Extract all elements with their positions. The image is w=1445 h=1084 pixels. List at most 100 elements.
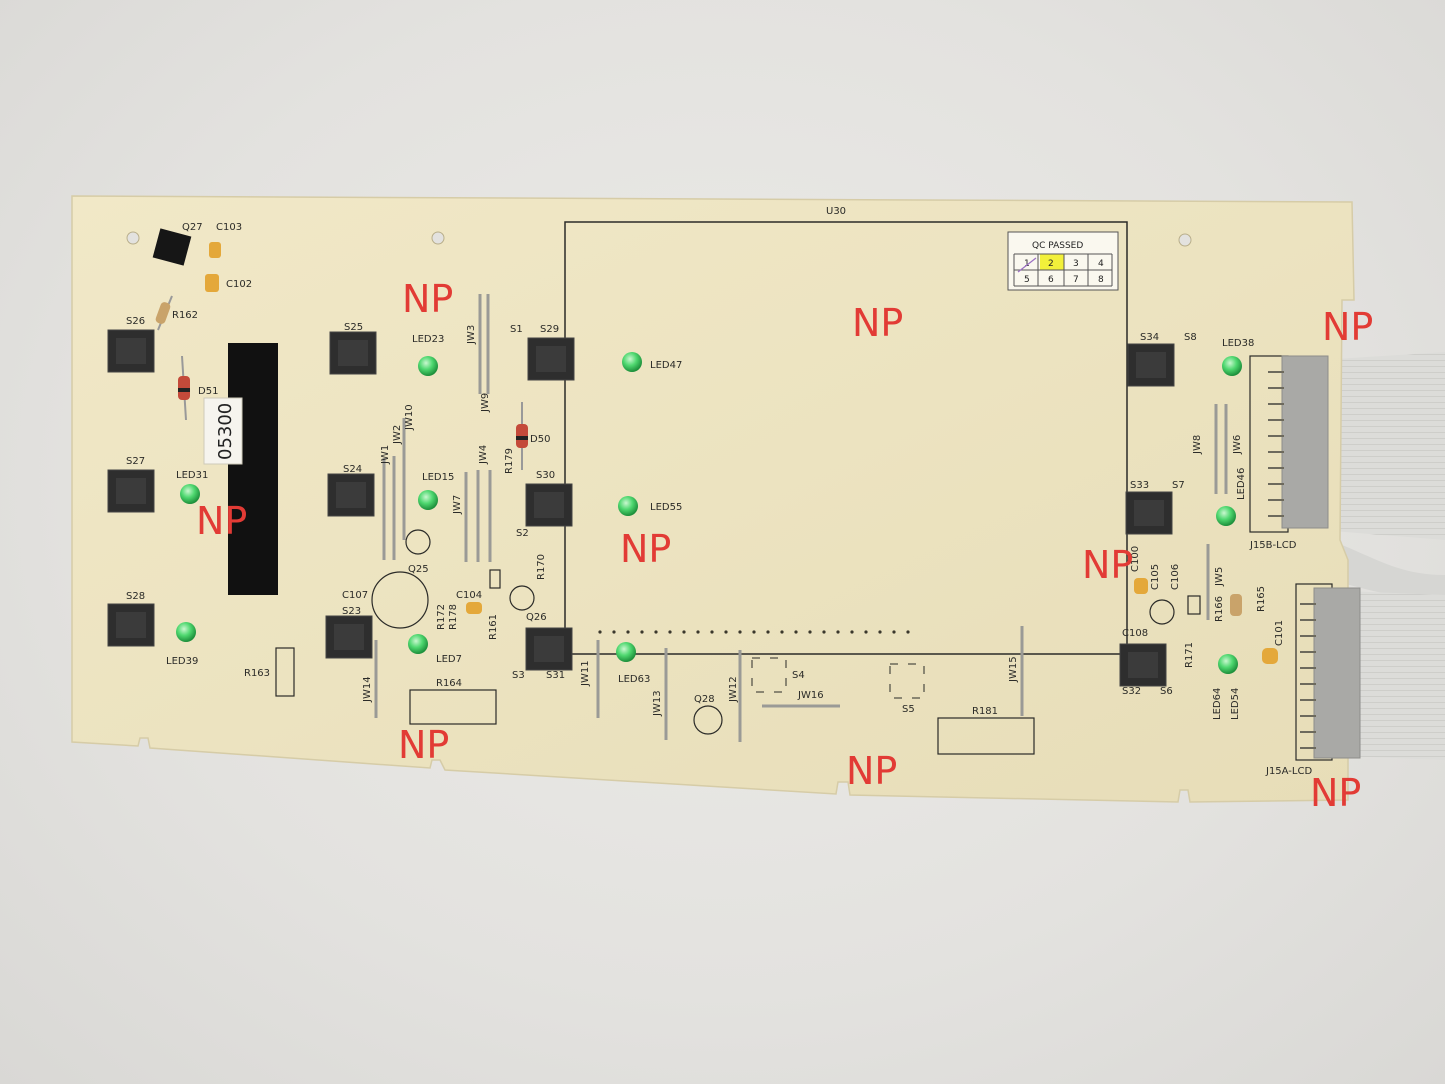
- c108-capacitor-footprint: C108: [1122, 599, 1175, 639]
- c101-capacitor: C101: [1262, 620, 1285, 664]
- svg-text:Q25: Q25: [408, 564, 429, 575]
- switch-s27[interactable]: S27: [107, 456, 155, 513]
- svg-text:S1: S1: [510, 324, 523, 335]
- switch-s25[interactable]: S25: [329, 322, 377, 375]
- r162-resistor: R162: [155, 295, 198, 331]
- svg-text:NP: NP: [1082, 543, 1133, 587]
- connector-j15b: J15B-LCD: [1249, 355, 1329, 551]
- svg-text:S8: S8: [1184, 332, 1197, 343]
- transistor-footprints: [405, 529, 723, 735]
- c100-capacitor: C100: [1130, 546, 1148, 594]
- svg-text:JW5: JW5: [1214, 567, 1225, 587]
- svg-text:JW9: JW9: [480, 393, 491, 413]
- qc-stamp: QC PASSED 1 2 3 4 5 6 7 8: [1007, 231, 1119, 291]
- svg-text:S33: S33: [1130, 480, 1149, 491]
- led-54: LED64 LED54: [1212, 654, 1241, 720]
- svg-text:S5: S5: [902, 704, 915, 715]
- svg-text:JW8: JW8: [1192, 435, 1203, 455]
- svg-text:S28: S28: [126, 591, 145, 602]
- svg-text:C102: C102: [226, 279, 252, 290]
- svg-text:JW4: JW4: [478, 445, 489, 465]
- switch-s30[interactable]: S30 S2: [516, 470, 573, 539]
- resistor-footprints: [275, 569, 1201, 755]
- switch-s24[interactable]: S24: [327, 464, 375, 517]
- svg-text:R162: R162: [172, 310, 198, 321]
- switch-s23[interactable]: S23: [325, 606, 373, 659]
- switch-s29[interactable]: S29 S1: [510, 324, 575, 381]
- svg-text:JW14: JW14: [362, 676, 373, 703]
- switch-s33[interactable]: S33 S7: [1125, 480, 1185, 535]
- svg-text:C101: C101: [1274, 620, 1285, 646]
- led-63: LED63: [616, 642, 650, 685]
- svg-text:R166: R166: [1214, 596, 1225, 622]
- svg-text:JW13: JW13: [652, 690, 663, 717]
- serial-sticker: 05300: [203, 397, 243, 465]
- svg-text:LED7: LED7: [436, 654, 462, 665]
- svg-text:NP: NP: [398, 723, 449, 767]
- lcd-area-label: U30: [826, 206, 846, 217]
- svg-text:NP: NP: [852, 301, 903, 345]
- svg-text:R163: R163: [244, 668, 270, 679]
- svg-text:LED38: LED38: [1222, 338, 1254, 349]
- svg-text:S27: S27: [126, 456, 145, 467]
- svg-text:LED15: LED15: [422, 472, 454, 483]
- svg-text:C107: C107: [342, 590, 368, 601]
- svg-text:R170: R170: [536, 554, 547, 580]
- led-38: LED38: [1222, 338, 1254, 376]
- svg-text:S31: S31: [546, 670, 565, 681]
- sticker-number: 05300: [215, 403, 236, 460]
- mounting-holes: [126, 231, 1192, 247]
- svg-text:JW1: JW1: [380, 445, 391, 465]
- qc-cell-5: 5: [1024, 275, 1030, 285]
- switch-s28[interactable]: S28: [107, 591, 155, 647]
- svg-text:LED23: LED23: [412, 334, 444, 345]
- svg-text:S2: S2: [516, 528, 529, 539]
- lcd-footprint: U30: [564, 206, 1128, 655]
- led-47: LED47: [622, 352, 682, 372]
- svg-text:S3: S3: [512, 670, 525, 681]
- jumper-labels: JW1 JW2 JW3 JW4 JW5 JW6 JW7 JW8 JW9 JW10…: [362, 325, 1243, 717]
- svg-text:C106: C106: [1170, 564, 1181, 590]
- c104-capacitor: C104: [456, 590, 482, 614]
- jumper-wires: [374, 294, 1228, 742]
- svg-text:C104: C104: [456, 590, 482, 601]
- switch-s31[interactable]: S31 S3: [512, 627, 573, 681]
- np-markings: NP NP NP NP NP NP NP NP NP: [196, 277, 1373, 815]
- svg-text:C100: C100: [1130, 546, 1141, 572]
- c105-c106-labels: C105 C106: [1150, 564, 1181, 590]
- svg-text:JW15: JW15: [1008, 656, 1019, 683]
- svg-text:JW16: JW16: [797, 690, 824, 701]
- connector-j15a-label: J15A-LCD: [1265, 766, 1312, 777]
- svg-text:Q28: Q28: [694, 694, 715, 705]
- led-39: LED39: [166, 622, 198, 667]
- black-foam-strip: [228, 343, 278, 595]
- svg-text:S25: S25: [344, 322, 363, 333]
- svg-text:LED31: LED31: [176, 470, 208, 481]
- qc-cell-4: 4: [1098, 259, 1104, 269]
- svg-text:D51: D51: [198, 386, 218, 397]
- svg-text:JW3: JW3: [466, 325, 477, 345]
- svg-text:JW11: JW11: [580, 660, 591, 687]
- c107-capacitor-footprint: C107: [342, 571, 429, 629]
- switch-s34[interactable]: S34 S8: [1127, 332, 1197, 387]
- svg-text:LED54: LED54: [1230, 688, 1241, 720]
- svg-text:R179: R179: [504, 448, 515, 474]
- svg-text:S32: S32: [1122, 686, 1141, 697]
- qc-cell-2: 2: [1048, 259, 1054, 269]
- c103-capacitor: C103: [209, 222, 242, 258]
- svg-text:JW2: JW2: [392, 425, 403, 445]
- svg-text:S30: S30: [536, 470, 555, 481]
- svg-text:D50: D50: [530, 434, 550, 445]
- pcb-board: [71, 195, 1355, 803]
- svg-text:R165: R165: [1256, 586, 1267, 612]
- led-7: LED7: [408, 634, 462, 665]
- resistor-labels: R163 R164 R161 R170 R172 R178 R179 R181 …: [244, 448, 1267, 717]
- switch-s32[interactable]: S32 S6: [1119, 643, 1173, 697]
- switch-s26[interactable]: S26: [107, 316, 155, 373]
- qc-cell-8: 8: [1098, 275, 1104, 285]
- svg-text:S6: S6: [1160, 686, 1173, 697]
- c102-capacitor: C102: [205, 274, 252, 292]
- svg-text:JW10: JW10: [404, 404, 415, 431]
- qc-cell-3: 3: [1073, 259, 1079, 269]
